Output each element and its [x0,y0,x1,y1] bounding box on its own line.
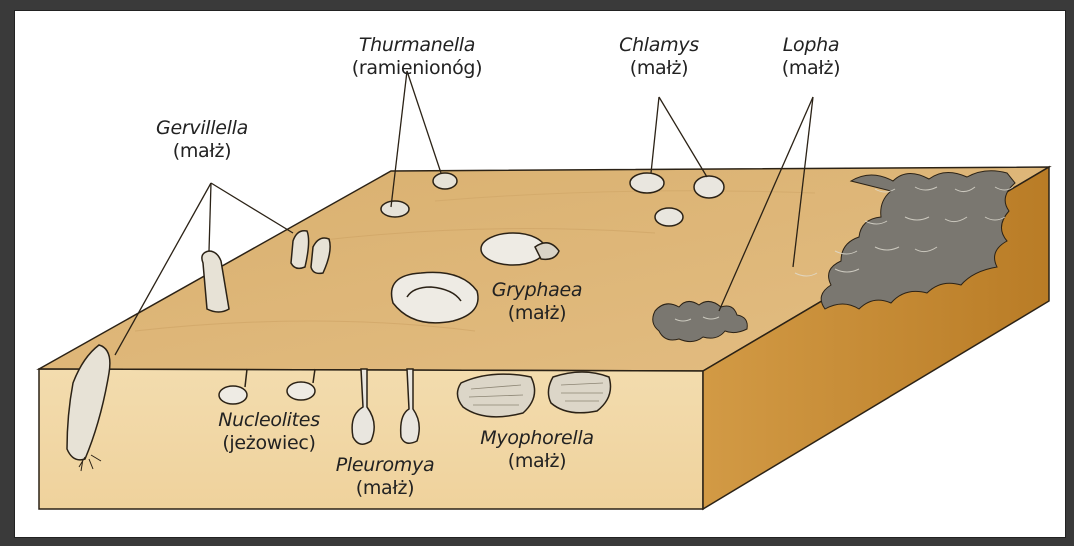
label-chlamys-genus: Chlamys [619,34,699,57]
label-thurmanella: Thurmanella (ramienionóg) [352,34,483,80]
label-chlamys-group: (małż) [619,57,699,80]
label-pleuromya-genus: Pleuromya [336,454,435,477]
label-gryphaea: Gryphaea (małż) [492,279,582,325]
label-gervillella-group: (małż) [156,140,248,163]
label-gryphaea-group: (małż) [492,302,582,325]
label-nucleolites-genus: Nucleolites [218,409,320,432]
label-nucleolites: Nucleolites (jeżowiec) [218,409,320,455]
label-pleuromya: Pleuromya (małż) [336,454,435,500]
label-lopha-genus: Lopha [782,34,841,57]
label-gryphaea-genus: Gryphaea [492,279,582,302]
label-myophorella: Myophorella (małż) [480,427,593,473]
label-nucleolites-group: (jeżowiec) [218,432,320,455]
label-chlamys: Chlamys (małż) [619,34,699,80]
label-thurmanella-genus: Thurmanella [352,34,483,57]
label-thurmanella-group: (ramienionóg) [352,57,483,80]
label-pleuromya-group: (małż) [336,477,435,500]
label-myophorella-genus: Myophorella [480,427,593,450]
label-gervillella: Gervillella (małż) [156,117,248,163]
label-myophorella-group: (małż) [480,450,593,473]
label-gervillella-genus: Gervillella [156,117,248,140]
label-lopha: Lopha (małż) [782,34,841,80]
label-lopha-group: (małż) [782,57,841,80]
diagram-frame: Gervillella (małż) Thurmanella (ramienio… [14,10,1066,538]
